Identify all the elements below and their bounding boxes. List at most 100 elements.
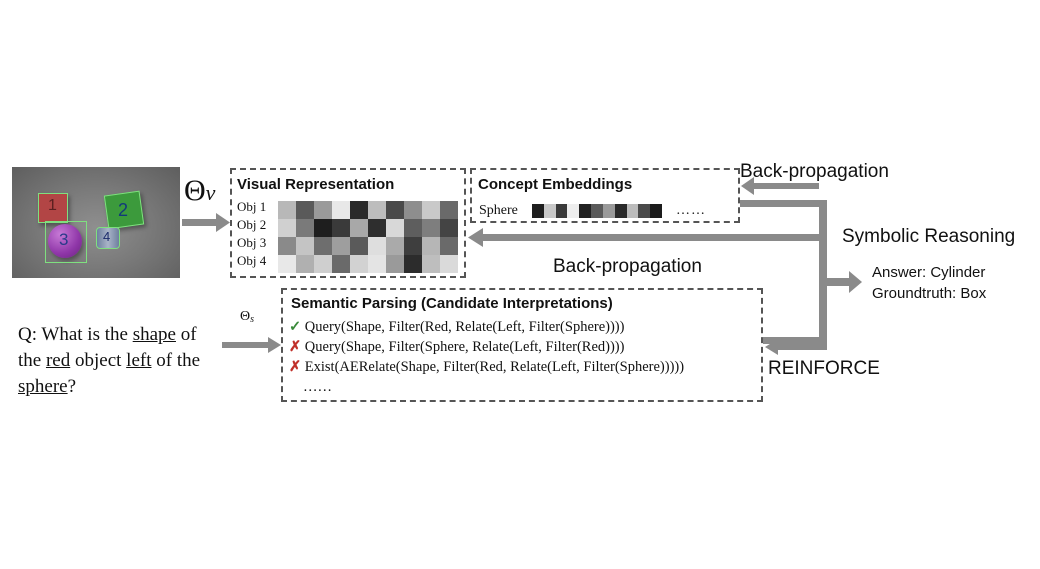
feature-cell [404, 219, 422, 237]
candidate-1: ✓ Query(Shape, Filter(Red, Relate(Left, … [289, 317, 684, 337]
groundtruth-label: Groundtruth: Box [872, 285, 987, 302]
gray-cylinder [96, 227, 120, 249]
cube-label-4: 4 [103, 229, 111, 244]
embedding-ellipsis: …… [676, 203, 706, 218]
feature-cell [350, 237, 368, 255]
obj-label-1: Obj 1 [237, 199, 267, 214]
feature-cell [440, 255, 458, 273]
obj-label-3: Obj 3 [237, 235, 267, 250]
embedding-cell [650, 204, 662, 218]
feature-cell [368, 219, 386, 237]
feature-cell [314, 237, 332, 255]
cross-mark-icon: ✗ [289, 339, 302, 355]
cube-label-1: 1 [48, 197, 57, 214]
arrowhead [216, 213, 230, 232]
arrow-backprop-top [752, 183, 819, 189]
obj-label-2: Obj 2 [237, 217, 267, 232]
backprop-mid-label: Back-propagation [553, 256, 702, 277]
semantic-parsing-box: Semantic Parsing (Candidate Interpretati… [281, 288, 763, 402]
object-row-labels: Obj 1 Obj 2 Obj 3 Obj 4 [237, 198, 266, 270]
arrow-reinforce [776, 344, 827, 350]
feature-cell [386, 255, 404, 273]
backprop-top-label: Back-propagation [740, 161, 889, 182]
feature-cell [422, 219, 440, 237]
feature-cell [296, 219, 314, 237]
feature-cell [404, 237, 422, 255]
feature-cell [332, 201, 350, 219]
embedding-cell [567, 204, 580, 218]
feature-cell [422, 237, 440, 255]
feature-cell [404, 201, 422, 219]
theta-s-label: Θs [240, 309, 255, 325]
reinforce-label: REINFORCE [768, 358, 880, 379]
feature-cell [332, 219, 350, 237]
symbolic-reasoning-label: Symbolic Reasoning [842, 226, 1016, 247]
embedding-cell [555, 204, 568, 218]
feature-cell [332, 237, 350, 255]
feature-cell [350, 219, 368, 237]
embedding-cell [638, 204, 651, 218]
feature-cell [404, 255, 422, 273]
candidate-text: Exist(AERelate(Shape, Filter(Red, Relate… [304, 359, 685, 375]
arrowhead [268, 337, 281, 353]
feature-cell [314, 201, 332, 219]
red-cube [38, 193, 68, 223]
semantic-parsing-title: Semantic Parsing (Candidate Interpretati… [291, 295, 613, 312]
word-red: red [45, 350, 71, 371]
feature-cell [386, 237, 404, 255]
embedding-cell [591, 204, 603, 218]
embedding-cell [626, 204, 639, 218]
arrowhead [765, 339, 778, 355]
sphere-label: Sphere [479, 203, 518, 218]
feature-cell [350, 201, 368, 219]
feature-cell [278, 219, 296, 237]
question-text: Q: What is the shape of the red object l… [18, 324, 201, 397]
sphere-embedding-strip [532, 204, 662, 218]
feature-cell [386, 219, 404, 237]
embedding-cell [614, 204, 627, 218]
feature-cell [440, 219, 458, 237]
candidate-3: ✗ Exist(AERelate(Shape, Filter(Red, Rela… [289, 357, 684, 377]
candidate-text: Query(Shape, Filter(Red, Relate(Left, Fi… [304, 319, 625, 335]
symbolic-trunk [819, 200, 827, 345]
feature-cell [314, 255, 332, 273]
word-shape: shape [132, 324, 176, 345]
candidate-2: ✗ Query(Shape, Filter(Sphere, Relate(Lef… [289, 337, 684, 357]
answer-label: Answer: Cylinder [872, 264, 986, 281]
feature-cell [368, 201, 386, 219]
feature-cell [296, 201, 314, 219]
arrow-photo-to-visual [182, 219, 218, 226]
embedding-cell [579, 204, 592, 218]
visual-representation-box: Visual Representation Obj 1 Obj 2 Obj 3 … [230, 168, 466, 278]
check-mark-icon: ✓ [289, 319, 302, 335]
feature-cell [314, 219, 332, 237]
feature-cell [278, 255, 296, 273]
arrowhead [741, 177, 754, 195]
concept-embeddings-title: Concept Embeddings [478, 176, 633, 193]
feature-cell [296, 237, 314, 255]
feature-cell [368, 237, 386, 255]
feature-cell [368, 255, 386, 273]
feature-cell [440, 201, 458, 219]
feature-cell [422, 255, 440, 273]
arrow-backprop-mid [481, 234, 819, 241]
feature-cell [422, 201, 440, 219]
feature-cell [278, 237, 296, 255]
theta-v-label: Θv [184, 174, 216, 207]
visual-feature-grid [278, 201, 458, 273]
scene-photo: 1 2 3 4 [12, 167, 180, 278]
feed-concept-to-trunk [740, 200, 827, 207]
feature-cell [296, 255, 314, 273]
embedding-cell [543, 204, 556, 218]
arrowhead [468, 228, 483, 247]
feature-cell [386, 201, 404, 219]
arrowhead [849, 271, 862, 293]
obj-label-4: Obj 4 [237, 253, 267, 268]
embedding-cell [532, 204, 544, 218]
concept-embeddings-box: Concept Embeddings Sphere …… [470, 168, 740, 223]
feed-parsing-to-trunk [763, 337, 827, 344]
arrow-question-to-parsing [222, 342, 270, 348]
cube-label-3: 3 [59, 230, 69, 249]
